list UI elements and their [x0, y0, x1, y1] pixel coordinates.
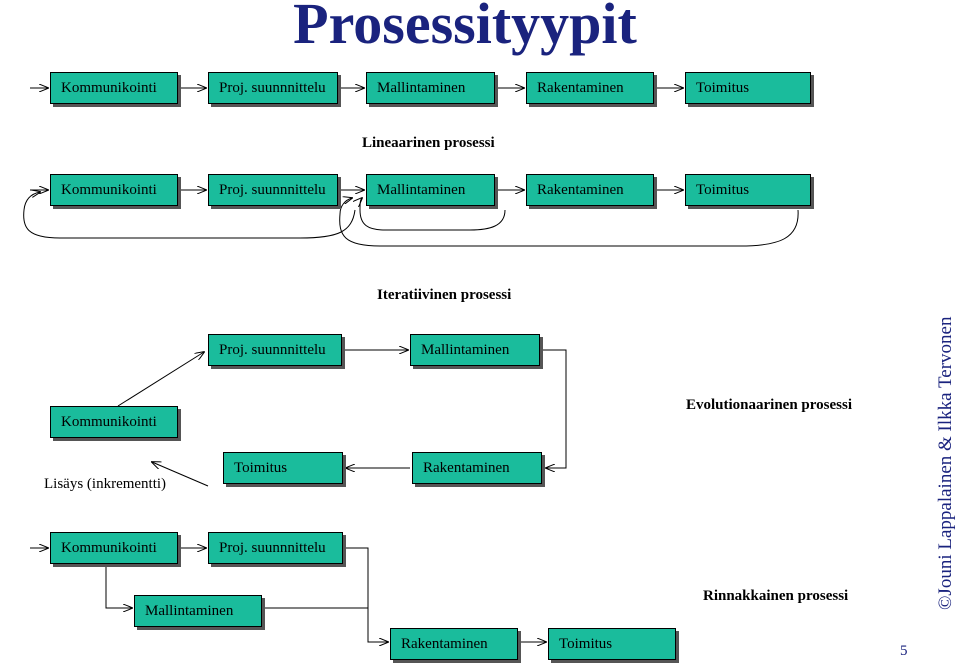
evolutionary-box-proj-suunnittelu: Proj. suunnnittelu: [208, 334, 342, 366]
page-title: Prosessityypit: [293, 0, 637, 56]
iterative-box-rakentaminen: Rakentaminen: [526, 174, 654, 206]
evolutionary-arrows: [117, 350, 567, 487]
evolutionary-box-kommunikointi: Kommunikointi: [50, 406, 178, 438]
copyright-text: ©Jouni Lappalainen & Ilkka Tervonen: [935, 316, 956, 610]
parallel-caption: Rinnakkainen prosessi: [703, 588, 849, 604]
iterative-box-mallintaminen: Mallintaminen: [366, 174, 495, 206]
linear-box-proj-suunnittelu: Proj. suunnnittelu: [208, 72, 338, 104]
parallel-box-mallintaminen: Mallintaminen: [134, 595, 262, 627]
linear-box-toimitus: Toimitus: [685, 72, 811, 104]
linear-box-kommunikointi: Kommunikointi: [50, 72, 178, 104]
linear-box-rakentaminen: Rakentaminen: [526, 72, 654, 104]
iterative-box-toimitus: Toimitus: [685, 174, 811, 206]
iterative-caption: Iteratiivinen prosessi: [377, 287, 512, 303]
linear-box-mallintaminen: Mallintaminen: [366, 72, 495, 104]
evolutionary-box-toimitus: Toimitus: [223, 452, 343, 484]
evolutionary-caption: Evolutionaarinen prosessi: [686, 397, 853, 413]
parallel-box-kommunikointi: Kommunikointi: [50, 532, 178, 564]
linear-caption: Lineaarinen prosessi: [362, 135, 495, 151]
parallel-box-toimitus: Toimitus: [548, 628, 676, 660]
iterative-box-proj-suunnittelu: Proj. suunnnittelu: [208, 174, 338, 206]
parallel-box-rakentaminen: Rakentaminen: [390, 628, 518, 660]
increment-label: Lisäys (inkrementti): [44, 476, 167, 492]
parallel-box-proj-suunnittelu: Proj. suunnnittelu: [208, 532, 343, 564]
iterative-box-kommunikointi: Kommunikointi: [50, 174, 178, 206]
parallel-arrows: [30, 548, 546, 642]
evolutionary-box-mallintaminen: Mallintaminen: [410, 334, 540, 366]
iterative-arrows: [23, 190, 799, 247]
evolutionary-box-rakentaminen: Rakentaminen: [412, 452, 542, 484]
page-number: 5: [900, 643, 908, 659]
